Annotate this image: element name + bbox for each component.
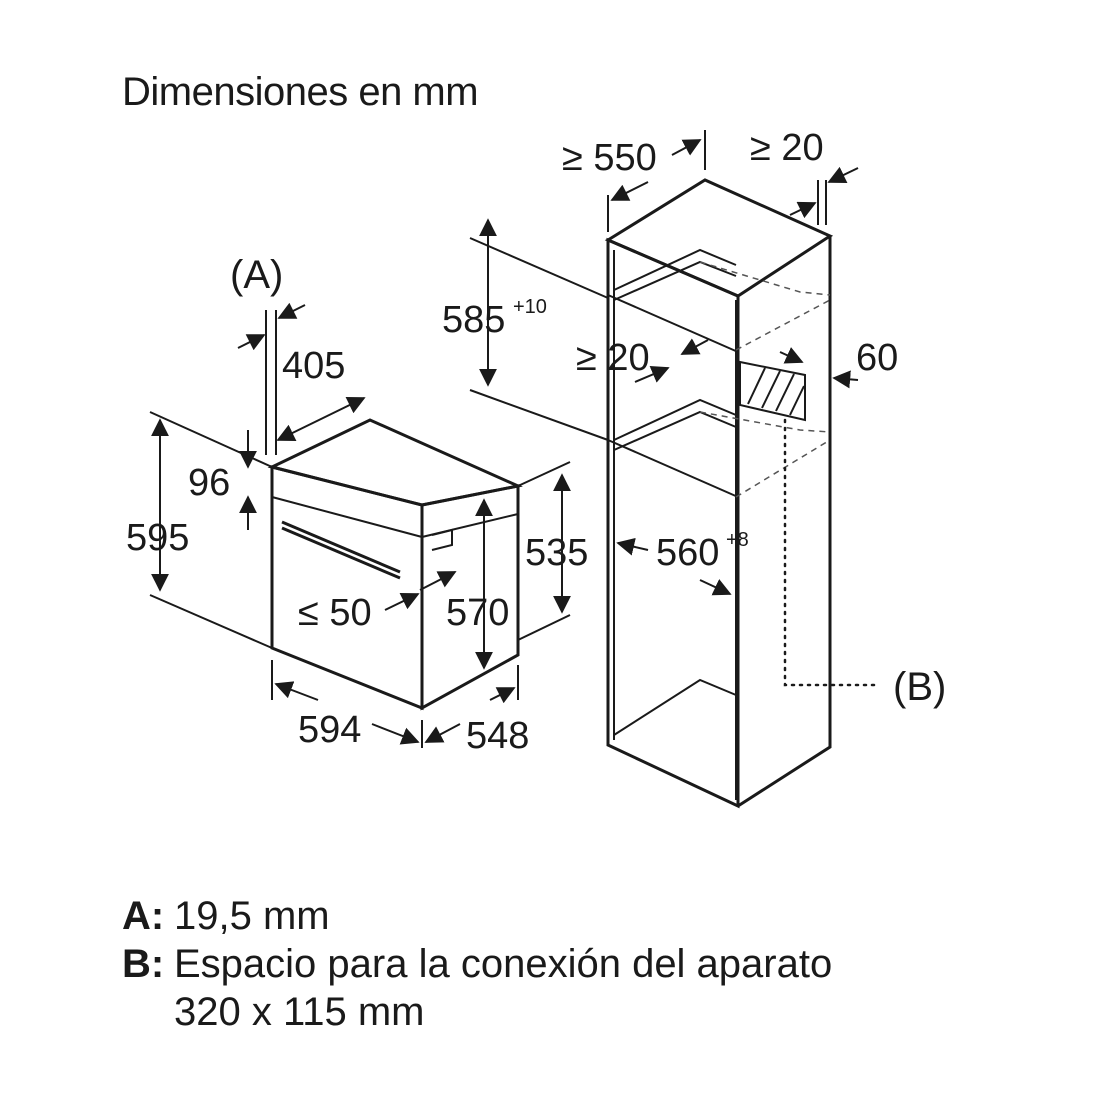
oven-side xyxy=(420,484,520,711)
label-b-leader xyxy=(783,418,882,687)
cabinet-dimensions xyxy=(469,130,859,596)
label-b: (B) xyxy=(893,665,946,709)
legend-b-line2: 320 x 115 mm xyxy=(122,988,832,1036)
cabinet-top xyxy=(604,178,834,298)
legend: A:19,5 mm B:Espacio para la conexión del… xyxy=(122,892,832,1036)
legend-b: B:Espacio para la conexión del aparato xyxy=(122,940,832,988)
dim-cabinet-vent-gap: ≥ 20 xyxy=(576,337,650,379)
dim-oven-width: 594 xyxy=(298,709,361,751)
legend-b-text-line2: 320 x 115 mm xyxy=(174,990,425,1034)
dim-cabinet-back-gap: ≥ 20 xyxy=(750,127,824,169)
legend-a: A:19,5 mm xyxy=(122,892,832,940)
legend-b-key: B: xyxy=(122,942,165,986)
dim-oven-depth-top: 405 xyxy=(282,345,345,387)
dim-cabinet-niche-height-tol: +10 xyxy=(513,296,547,318)
dim-oven-total-height: 595 xyxy=(126,517,189,559)
dim-oven-front-height: 570 xyxy=(446,592,509,634)
legend-a-text: 19,5 mm xyxy=(174,894,330,938)
cabinet-front xyxy=(606,237,740,809)
cabinet-drawing xyxy=(604,178,882,809)
dim-oven-depth: 548 xyxy=(466,715,529,757)
legend-b-text-line1: Espacio para la conexión del aparato xyxy=(174,942,833,986)
label-a: (A) xyxy=(230,253,283,297)
dim-cabinet-vent-depth: 60 xyxy=(856,337,898,379)
dim-cabinet-niche-height: 585 xyxy=(442,299,505,341)
dim-cabinet-niche-width-tol: +8 xyxy=(726,529,749,551)
dim-cabinet-depth: ≥ 550 xyxy=(562,137,657,179)
dim-oven-door-gap: ≤ 50 xyxy=(298,592,372,634)
oven-dimensions xyxy=(149,302,571,748)
legend-a-key: A: xyxy=(122,894,165,938)
cabinet-side xyxy=(737,236,832,808)
connection-area xyxy=(739,360,806,422)
oven-handle xyxy=(281,520,401,574)
dim-cabinet-niche-width: 560 xyxy=(656,532,719,574)
oven-drawing xyxy=(267,418,523,711)
dim-oven-panel: 96 xyxy=(188,462,230,504)
oven-panel-line xyxy=(271,496,423,538)
page-title: Dimensiones en mm xyxy=(122,70,479,114)
dim-oven-body-height: 535 xyxy=(525,532,588,574)
